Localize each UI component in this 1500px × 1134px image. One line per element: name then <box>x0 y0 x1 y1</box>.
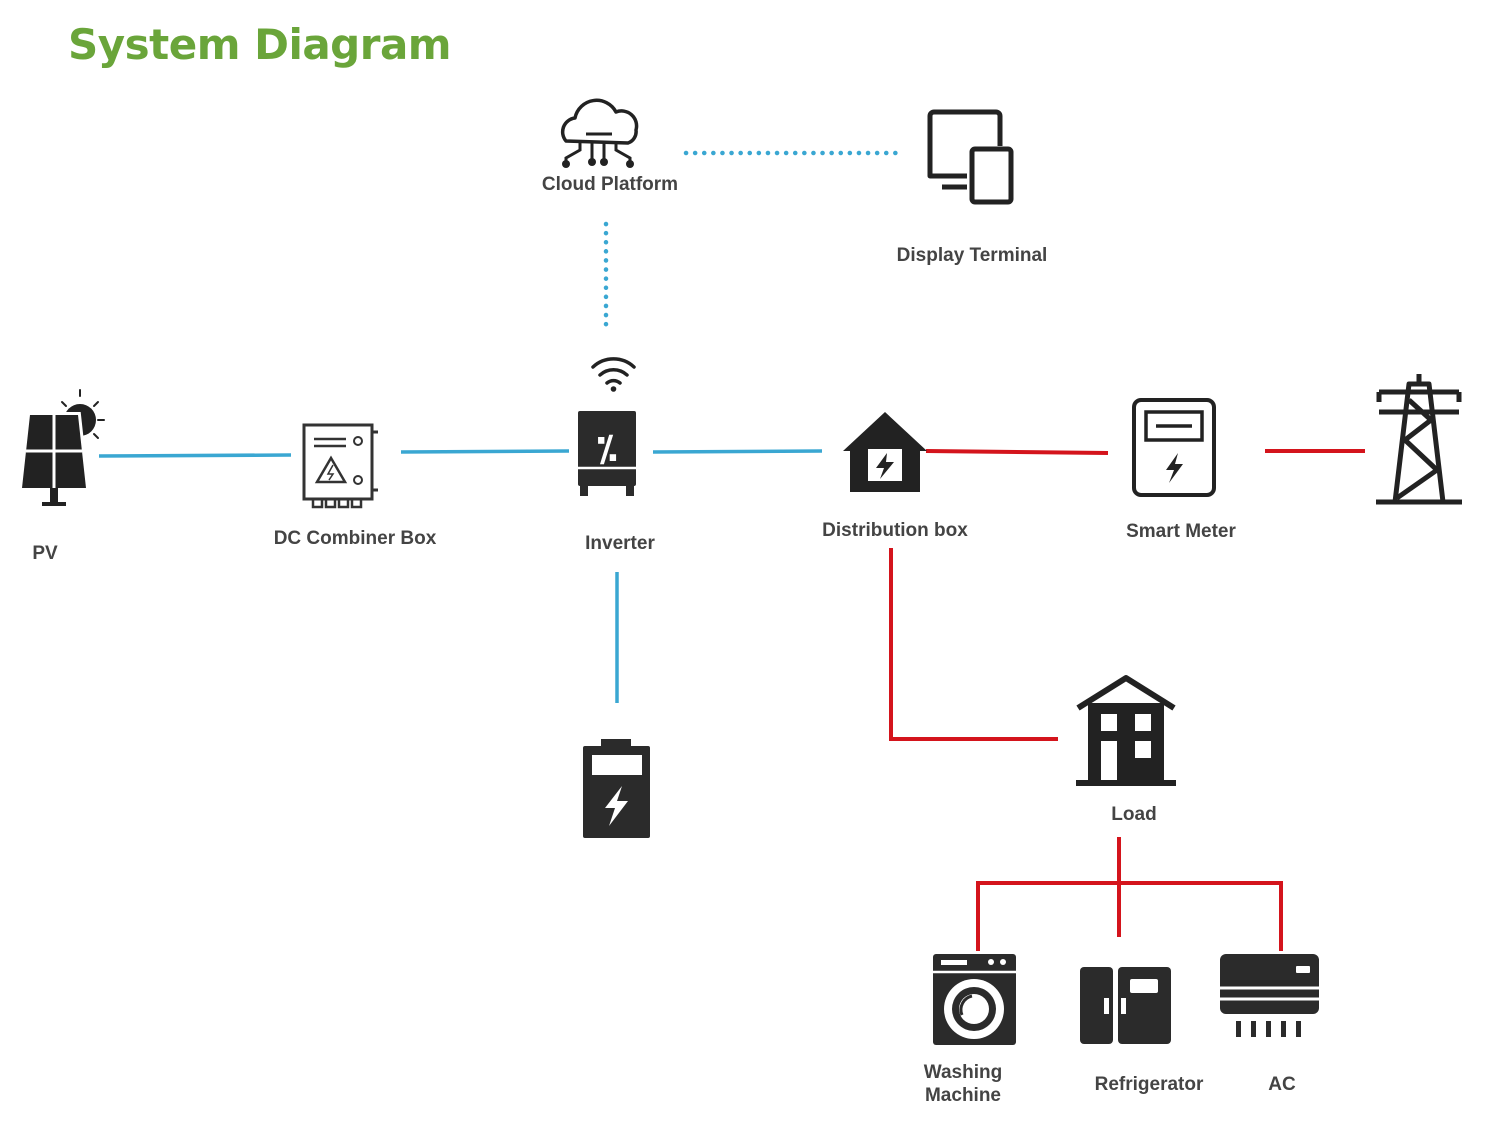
distribution-to-load-line <box>889 548 1058 741</box>
display-label: Display Terminal <box>896 245 1048 266</box>
svg-text:⁒: ⁒ <box>597 429 617 470</box>
load-label: Load <box>1111 804 1157 825</box>
load-branch-line <box>976 881 1283 951</box>
cloud-label: Cloud Platform <box>541 174 679 195</box>
page-title: System Diagram <box>68 20 452 69</box>
washing-machine-icon <box>933 954 1016 1045</box>
wifi-icon <box>591 357 636 392</box>
distribution-house-icon <box>843 412 927 492</box>
ac-label: AC <box>1268 1074 1296 1095</box>
distribution-label: Distribution box <box>822 520 968 541</box>
building-icon <box>1076 675 1176 786</box>
distribution-to-meter-line <box>925 449 1109 455</box>
washing-machine-label-line1: Washing <box>923 1062 1003 1083</box>
ac-connections <box>889 449 1365 951</box>
data-links <box>603 150 905 334</box>
devices-icon <box>927 109 1014 205</box>
inverter-label: Inverter <box>585 533 655 554</box>
pv-to-combiner-line <box>98 453 292 458</box>
combiner-to-inverter-line <box>400 449 570 454</box>
washing-machine-label: Washing Machine <box>902 1061 1024 1107</box>
solar-panel-icon <box>18 389 105 506</box>
refrigerator-label: Refrigerator <box>1094 1074 1204 1095</box>
meter-label: Smart Meter <box>1126 521 1236 542</box>
dc-connections <box>98 449 823 703</box>
washing-machine-label-line2: Machine <box>924 1085 1002 1106</box>
power-tower-icon <box>1376 374 1462 505</box>
air-conditioner-icon <box>1220 954 1319 1037</box>
pv-label: PV <box>32 543 58 564</box>
refrigerator-icon <box>1080 967 1171 1044</box>
inverter-icon: ⁒ <box>578 411 636 496</box>
combiner-box-icon <box>302 423 378 509</box>
combiner-label: DC Combiner Box <box>273 528 437 549</box>
inverter-to-distribution-line <box>652 449 823 454</box>
cloud-icon <box>560 98 639 168</box>
battery-icon <box>583 739 650 838</box>
meter-icon <box>1132 398 1216 497</box>
